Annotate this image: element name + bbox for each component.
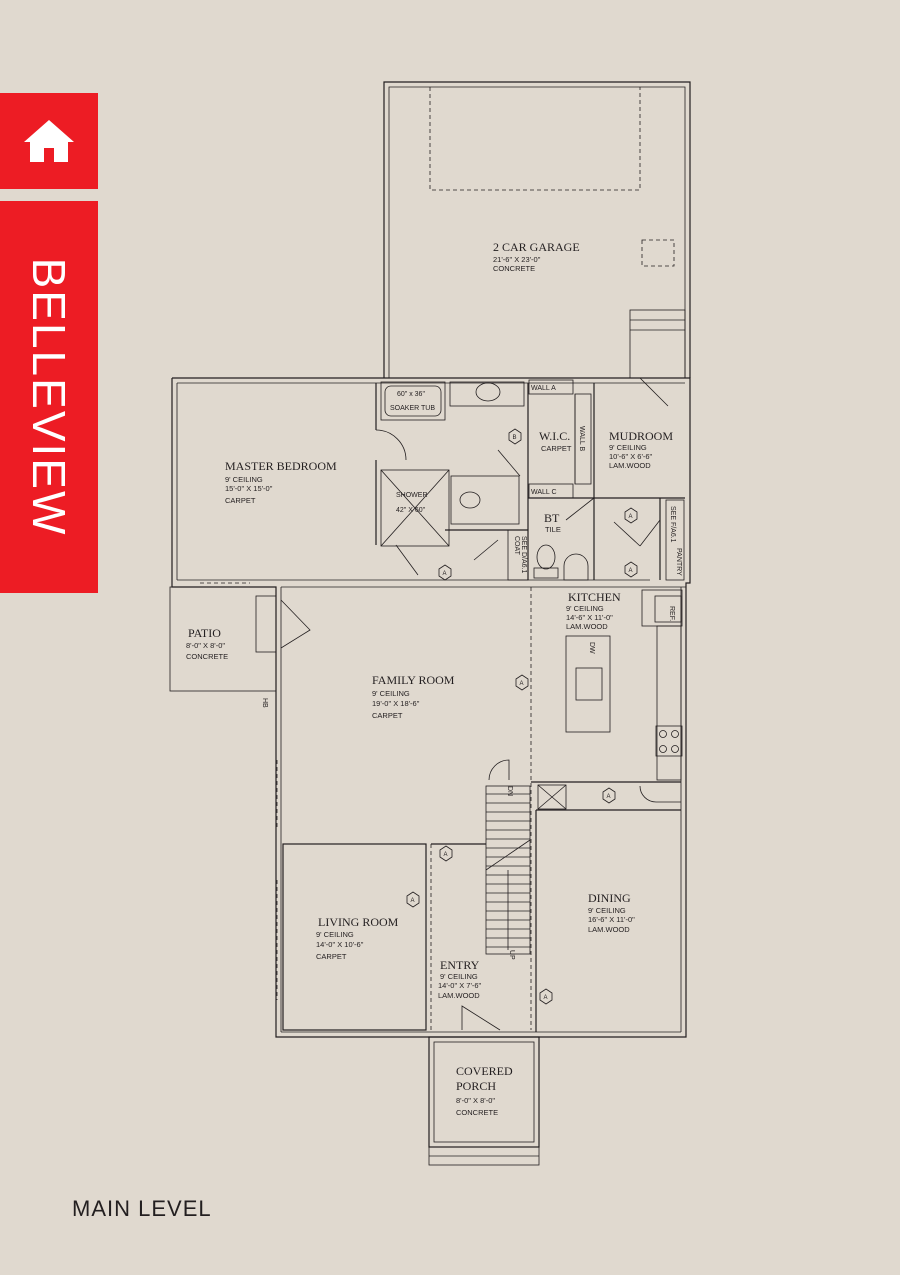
mudroom-door bbox=[639, 377, 669, 407]
svg-text:A: A bbox=[520, 681, 524, 687]
porch-finish: CONCRETE bbox=[456, 1108, 498, 1117]
level-label: MAIN LEVEL bbox=[72, 1196, 212, 1221]
hex-tag: A bbox=[439, 845, 453, 862]
hex-tag: A bbox=[406, 891, 420, 908]
covered-porch-structure bbox=[428, 1036, 540, 1166]
family-name: FAMILY ROOM bbox=[372, 673, 455, 687]
see-f-label: SEE F/A6.1 bbox=[669, 506, 676, 543]
lower-rooms-walls bbox=[282, 810, 537, 1032]
tub-dims: 60" x 36" bbox=[397, 391, 425, 398]
hex-tag: A bbox=[438, 564, 452, 581]
see-d-label: SEE D/A6.1 bbox=[520, 536, 527, 573]
svg-text:A: A bbox=[607, 794, 611, 800]
living-ceiling: 9' CEILING bbox=[316, 930, 354, 939]
master-dims: 15'-0" X 15'-0" bbox=[225, 484, 273, 493]
dining-name: DINING bbox=[588, 891, 631, 905]
patio-name: PATIO bbox=[188, 626, 221, 640]
svg-text:A: A bbox=[444, 852, 448, 858]
wall-a-label: WALL A bbox=[531, 385, 556, 392]
kitchen-ceiling: 9' CEILING bbox=[566, 604, 604, 613]
garage-name: 2 CAR GARAGE bbox=[493, 240, 580, 254]
wic-name: W.I.C. bbox=[539, 429, 570, 443]
living-finish: CARPET bbox=[316, 952, 347, 961]
hb-label: HB bbox=[261, 698, 268, 708]
pantry-label: PANTRY bbox=[675, 548, 682, 576]
window-marks bbox=[171, 388, 687, 1038]
bath-pantry-walls bbox=[533, 497, 685, 581]
svg-text:A: A bbox=[544, 995, 548, 1001]
patio-dims: 8'-0" X 8'-0" bbox=[186, 641, 225, 650]
entry-name: ENTRY bbox=[440, 958, 480, 972]
living-dims: 14'-0" X 10'-6" bbox=[316, 940, 364, 949]
garage-finish: CONCRETE bbox=[493, 264, 535, 273]
master-name: MASTER BEDROOM bbox=[225, 459, 337, 473]
staircase bbox=[485, 759, 531, 955]
dining-dims: 16'-6" X 11'-0" bbox=[588, 915, 635, 924]
hex-tag: A bbox=[515, 674, 529, 691]
entry-ceiling: 9' CEILING bbox=[440, 972, 478, 981]
patio-structure bbox=[169, 586, 311, 692]
bt-finish: TILE bbox=[545, 525, 561, 534]
hex-tag: A bbox=[624, 561, 638, 578]
mudroom-ceiling: 9' CEILING bbox=[609, 443, 647, 452]
hex-tag: A bbox=[602, 787, 616, 804]
bt-name: BT bbox=[544, 511, 560, 525]
garage-structure bbox=[383, 81, 691, 379]
porch-name-line1: COVERED bbox=[456, 1064, 513, 1078]
dw-label: DW bbox=[588, 642, 595, 654]
hex-tag: B bbox=[508, 428, 522, 445]
master-finish: CARPET bbox=[225, 496, 256, 505]
mudroom-name: MUDROOM bbox=[609, 429, 673, 443]
plan-name-banner: BELLEVIEW bbox=[0, 201, 98, 593]
dining-ceiling: 9' CEILING bbox=[588, 906, 626, 915]
home-icon bbox=[24, 120, 74, 162]
porch-name-line2: PORCH bbox=[456, 1079, 496, 1093]
patio-finish: CONCRETE bbox=[186, 652, 228, 661]
garage-dims: 21'-6" X 23'-0" bbox=[493, 255, 541, 264]
stair-dn-label: DN bbox=[506, 786, 513, 796]
shower-dims: 42" X 60" bbox=[396, 507, 426, 514]
porch-dims: 8'-0" X 8'-0" bbox=[456, 1096, 495, 1105]
family-dims: 19'-0" X 18'-6" bbox=[372, 699, 420, 708]
wic-finish: CARPET bbox=[541, 444, 572, 453]
home-icon-tile bbox=[0, 93, 98, 189]
svg-text:A: A bbox=[443, 571, 447, 577]
mudroom-dims: 10'-6" X 6'-6" bbox=[609, 452, 653, 461]
master-suite-walls bbox=[375, 381, 529, 581]
kitchen-fixtures bbox=[530, 587, 683, 1030]
svg-text:A: A bbox=[629, 568, 633, 574]
svg-text:B: B bbox=[513, 435, 517, 441]
wic-walls bbox=[528, 379, 685, 499]
svg-text:A: A bbox=[629, 514, 633, 520]
stair-up-label: UP bbox=[508, 950, 515, 960]
entry-dims: 14'-0" X 7'-6" bbox=[438, 981, 482, 990]
hex-tag: A bbox=[624, 507, 638, 524]
family-finish: CARPET bbox=[372, 711, 403, 720]
master-ceiling: 9' CEILING bbox=[225, 475, 263, 484]
wall-c-label: WALL C bbox=[531, 489, 557, 496]
svg-text:A: A bbox=[411, 898, 415, 904]
wall-b-label: WALL B bbox=[578, 426, 585, 451]
entry-finish: LAM.WOOD bbox=[438, 991, 480, 1000]
kitchen-finish: LAM.WOOD bbox=[566, 622, 608, 631]
kitchen-name: KITCHEN bbox=[568, 590, 621, 604]
family-ceiling: 9' CEILING bbox=[372, 689, 410, 698]
coat-label: COAT bbox=[513, 536, 520, 556]
kitchen-dims: 14'-6" X 11'-0" bbox=[566, 613, 613, 622]
tub-label: SOAKER TUB bbox=[390, 405, 435, 412]
shower-label: SHOWER bbox=[396, 492, 428, 499]
mudroom-finish: LAM.WOOD bbox=[609, 461, 651, 470]
dining-finish: LAM.WOOD bbox=[588, 925, 630, 934]
hex-tag: A bbox=[539, 988, 553, 1005]
living-name: LIVING ROOM bbox=[318, 915, 399, 929]
ref-label: REF. bbox=[668, 606, 675, 621]
